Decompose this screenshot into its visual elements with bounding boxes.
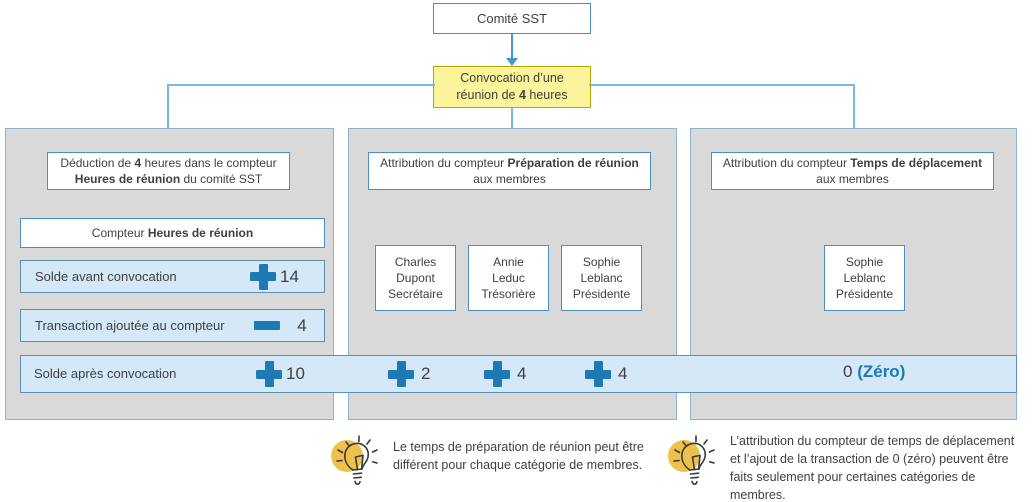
row-balance-before-value: 14 bbox=[280, 266, 299, 286]
convocation-line-2-post: heures bbox=[525, 88, 568, 102]
connector-branch-middle-vertical bbox=[511, 108, 513, 142]
row-transaction-added-label: Transaction ajoutée au compteur bbox=[35, 318, 225, 333]
balance-entry-1: 10 bbox=[256, 361, 305, 387]
member-first-name: Sophie bbox=[845, 254, 884, 269]
member-last-name: Leblanc bbox=[843, 270, 886, 285]
panel-travel-time-header-line1: Attribution du compteur Temps de déplace… bbox=[723, 155, 982, 171]
panel-meeting-hours-header-line1: Déduction de 4 heures dans le compteur bbox=[60, 155, 276, 171]
connector-committee-to-convocation bbox=[511, 34, 513, 60]
connector-branch-left-vertical bbox=[167, 84, 169, 142]
balance-entry-3-value: 4 bbox=[517, 364, 527, 383]
convocation-line-2: réunion de 4 heures bbox=[456, 87, 567, 104]
balance-entry-4-value: 4 bbox=[618, 364, 628, 383]
balance-entry-1-value: 10 bbox=[286, 364, 305, 383]
committee-box: Comité SST bbox=[433, 3, 591, 34]
lightbulb-icon bbox=[668, 435, 715, 485]
balance-entry-2-value: 2 bbox=[421, 364, 431, 383]
member-box-sophie-leblanc-prep: Sophie Leblanc Présidente bbox=[561, 245, 642, 311]
balance-entry-2: 2 bbox=[388, 361, 430, 387]
member-first-name: Sophie bbox=[582, 254, 621, 269]
balance-zero-value: 0 bbox=[843, 362, 858, 381]
convocation-line-1: Convocation d’une bbox=[460, 71, 564, 86]
balance-zero-word: (Zéro) bbox=[857, 362, 906, 381]
row-balance-before-label: Solde avant convocation bbox=[35, 269, 177, 284]
panel-meeting-hours-header-line2: Heures de réunion du comité SST bbox=[60, 171, 276, 187]
convocation-box: Convocation d’une réunion de 4 heures bbox=[433, 66, 591, 108]
member-box-sophie-leblanc-travel: Sophie Leblanc Présidente bbox=[824, 245, 905, 311]
minus-icon bbox=[254, 321, 280, 330]
plus-icon bbox=[250, 263, 276, 290]
member-role: Trésorière bbox=[481, 287, 536, 302]
plus-icon bbox=[585, 361, 611, 387]
row-transaction-added: Transaction ajoutée au compteur 4 bbox=[20, 309, 325, 342]
hdr1b-strong: Préparation de réunion bbox=[507, 155, 639, 170]
hdr2-post: du comité SST bbox=[180, 172, 263, 186]
note-prep-time: Le temps de préparation de réunion peut … bbox=[325, 430, 655, 496]
panel-meeting-hours-header: Déduction de 4 heures dans le compteur H… bbox=[47, 152, 290, 190]
note-travel-time-line3: faits seulement pour certaines catégorie… bbox=[730, 470, 976, 485]
note-travel-time-line2: et l’ajout de la transaction de 0 (zéro)… bbox=[730, 452, 1009, 467]
balance-entry-3: 4 bbox=[484, 361, 526, 387]
member-box-charles-dupont: Charles Dupont Secrétaire bbox=[375, 245, 456, 311]
connector-branch-right-horizontal bbox=[589, 84, 855, 86]
note-travel-time: L’attribution du compteur de temps de dé… bbox=[662, 430, 1036, 502]
note-prep-time-line1: Le temps de préparation de réunion peut … bbox=[393, 440, 644, 454]
convocation-line-2-pre: réunion de bbox=[456, 88, 519, 102]
hdr2-strong: Heures de réunion bbox=[74, 172, 181, 186]
note-prep-time-text: Le temps de préparation de réunion peut … bbox=[393, 438, 644, 474]
member-role: Présidente bbox=[835, 287, 894, 302]
note-prep-time-line2: différent pour chaque catégorie de membr… bbox=[393, 458, 643, 473]
connector-branch-left-horizontal bbox=[167, 84, 435, 86]
row-transaction-added-value: 4 bbox=[297, 315, 307, 335]
panel-meeting-prep-header: Attribution du compteur Préparation de r… bbox=[368, 152, 651, 190]
plus-icon bbox=[388, 361, 414, 387]
plus-icon bbox=[484, 361, 510, 387]
lightbulb-icon bbox=[331, 435, 378, 485]
member-first-name: Annie bbox=[493, 254, 524, 269]
panel-travel-time-header-line2: aux membres bbox=[816, 172, 889, 186]
member-last-name: Leblanc bbox=[580, 270, 623, 285]
counter-title-pre: Compteur bbox=[91, 225, 148, 240]
arrowhead-convocation bbox=[506, 58, 518, 66]
member-role: Présidente bbox=[572, 287, 631, 302]
note-travel-time-line4: membres. bbox=[730, 488, 786, 502]
balance-bar-label: Solde après convocation bbox=[34, 366, 177, 381]
panel-meeting-prep-header-line2: aux membres bbox=[473, 172, 546, 186]
hdr1-strong: 4 bbox=[134, 155, 142, 170]
note-travel-time-text: L’attribution du compteur de temps de dé… bbox=[730, 432, 1014, 502]
row-balance-before: Solde avant convocation 14 bbox=[20, 260, 325, 293]
hdr1b-pre: Attribution du compteur bbox=[380, 155, 508, 170]
counter-title-strong: Heures de réunion bbox=[147, 225, 254, 240]
hdr1-post: heures dans le compteur bbox=[141, 155, 277, 170]
member-box-annie-leduc: Annie Leduc Trésorière bbox=[468, 245, 549, 311]
committee-box-label: Comité SST bbox=[476, 10, 548, 26]
member-role: Secrétaire bbox=[388, 287, 443, 302]
member-first-name: Charles bbox=[394, 254, 437, 269]
hdr1c-pre: Attribution du compteur bbox=[722, 155, 851, 170]
hdr1c-strong: Temps de déplacement bbox=[850, 155, 983, 170]
member-last-name: Dupont bbox=[396, 270, 435, 285]
panel-meeting-prep-header-line1: Attribution du compteur Préparation de r… bbox=[380, 155, 639, 171]
convocation-line-2-strong: 4 bbox=[518, 88, 526, 102]
balance-bar bbox=[20, 355, 1017, 393]
panel-travel-time-header: Attribution du compteur Temps de déplace… bbox=[711, 152, 994, 190]
counter-title-box: Compteur Heures de réunion bbox=[20, 218, 325, 248]
note-travel-time-line1: L’attribution du compteur de temps de dé… bbox=[730, 434, 1015, 448]
balance-zero-entry: 0 (Zéro) bbox=[843, 362, 905, 382]
connector-branch-right-vertical bbox=[853, 84, 855, 142]
plus-icon bbox=[256, 361, 282, 387]
hdr1-pre: Déduction de bbox=[60, 155, 135, 170]
member-last-name: Leduc bbox=[492, 270, 525, 285]
balance-entry-4: 4 bbox=[585, 361, 627, 387]
